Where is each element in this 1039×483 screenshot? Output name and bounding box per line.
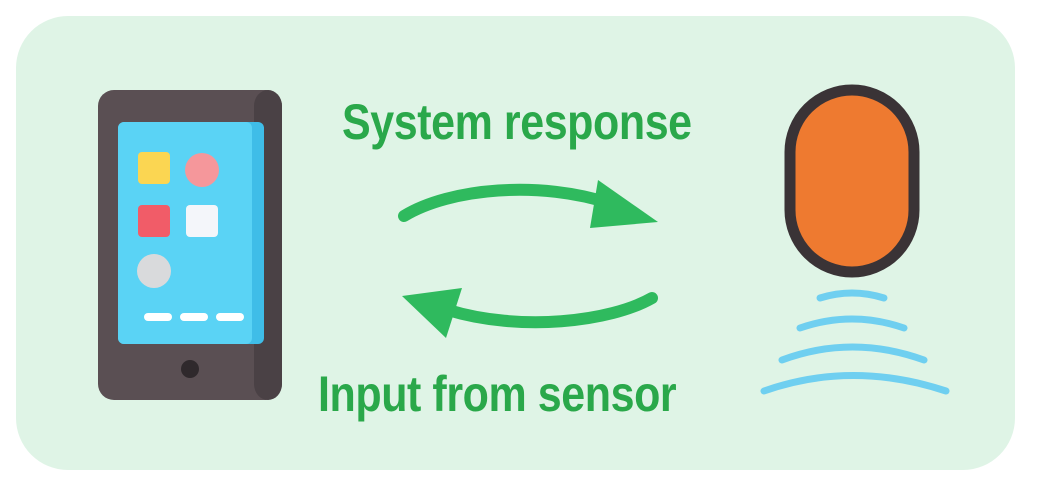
signal-waves-icon (760, 289, 950, 395)
system-response-label: System response (342, 94, 692, 150)
app-icon-gray (137, 254, 171, 288)
app-icon-white (186, 205, 218, 237)
fingerprint-sensor-icon (760, 84, 950, 395)
app-icon-pink (185, 153, 219, 187)
arrow-right-icon (398, 180, 658, 228)
home-button (181, 360, 199, 378)
exchange-arrows (398, 180, 658, 338)
app-icon-yellow (138, 152, 170, 184)
app-icon-red (138, 205, 170, 237)
smartphone-icon (98, 90, 282, 400)
arrow-left-icon (402, 288, 658, 338)
input-from-sensor-label: Input from sensor (318, 366, 677, 422)
